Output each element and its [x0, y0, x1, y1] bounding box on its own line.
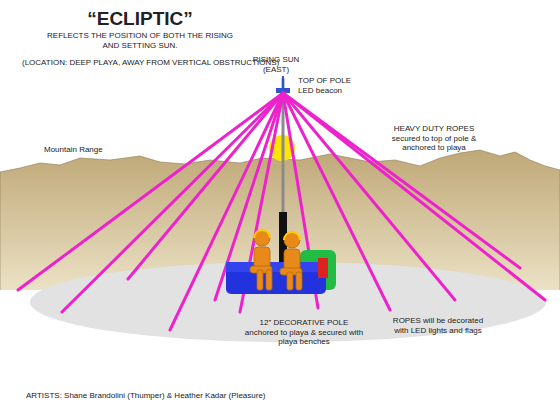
ropes-top-label: HEAVY DUTY ROPES secured to top of pole …	[380, 124, 488, 153]
beacon-label: TOP OF POLE LED beacon	[298, 76, 358, 95]
figures	[250, 230, 302, 290]
ropes	[18, 93, 545, 330]
headphones	[254, 230, 300, 240]
playa-bench	[226, 250, 336, 294]
title: “ECLIPTIC”	[60, 8, 220, 30]
ropes-label: ROPES will be decorated with LED lights …	[386, 316, 490, 335]
location-note: (LOCATION: DEEP PLAYA, AWAY FROM VERTICA…	[22, 58, 282, 68]
artists-credit: ARTISTS: Shane Brandolini (Thumper) & He…	[26, 391, 346, 401]
sun-label: RISING SUN (EAST)	[248, 55, 304, 74]
mountain-range	[0, 150, 560, 292]
subtitle: REFLECTS THE POSITION OF BOTH THE RISING…	[40, 31, 240, 50]
pole-label: 12” DECORATIVE POLE anchored to playa & …	[242, 318, 366, 347]
mountain-label: Mountain Range	[44, 145, 124, 155]
